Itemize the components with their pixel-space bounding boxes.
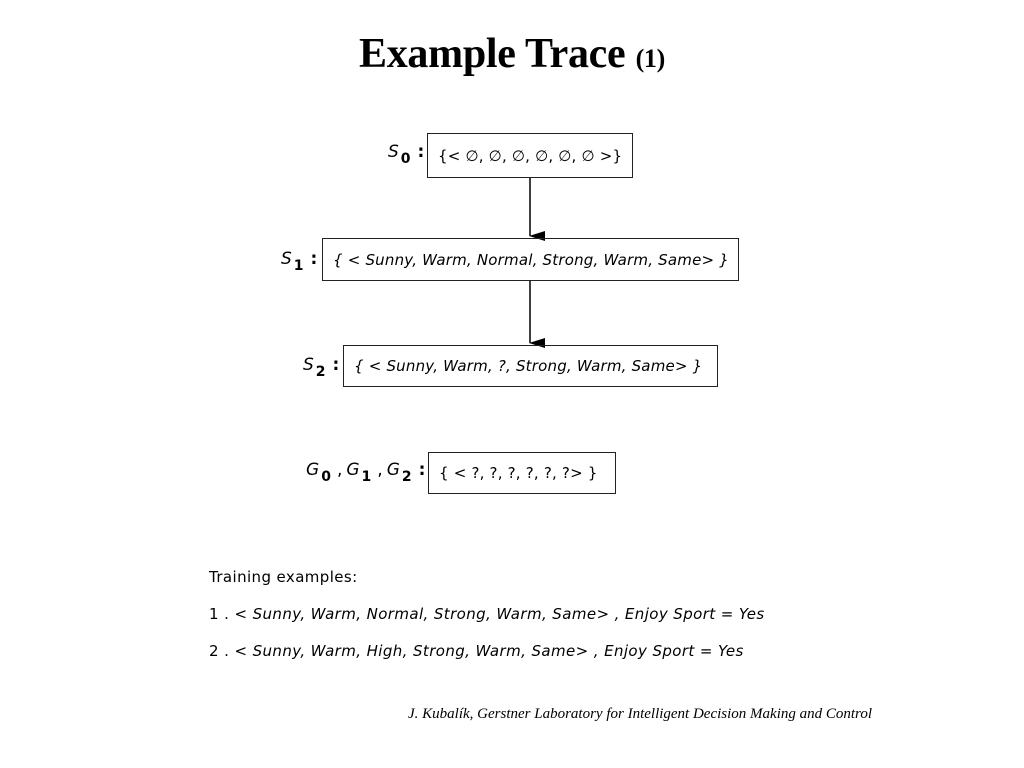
s0-box: {< ∅, ∅, ∅, ∅, ∅, ∅ >} — [427, 133, 633, 178]
s2-symbol: S — [303, 355, 314, 375]
training-heading: Training examples: — [209, 568, 358, 586]
s1-box: { < Sunny, Warm, Normal, Strong, Warm, S… — [322, 238, 739, 281]
s1-content: { < Sunny, Warm, Normal, Strong, Warm, S… — [333, 250, 729, 269]
s2-content: { < Sunny, Warm, ?, Strong, Warm, Same> … — [354, 357, 703, 375]
g-separator-1: , — [336, 460, 343, 480]
g0-symbol: G — [306, 460, 320, 480]
s2-index: 2 — [315, 364, 326, 380]
slide-title: Example Trace (1) — [0, 28, 1024, 85]
s2-box: { < Sunny, Warm, ?, Strong, Warm, Same> … — [343, 345, 718, 387]
s1-index: 1 — [293, 258, 304, 274]
s1-colon: : — [310, 249, 318, 269]
slide-title-sub: (1) — [635, 44, 666, 73]
training-example-2-text: < Sunny, Warm, High, Strong, Warm, Same>… — [234, 642, 744, 660]
g-colon: : — [418, 460, 426, 480]
s1-symbol: S — [281, 249, 292, 269]
s0-index: 0 — [400, 151, 411, 167]
training-example-1-text: < Sunny, Warm, Normal, Strong, Warm, Sam… — [234, 605, 765, 623]
training-example-1-number: 1 . — [209, 605, 230, 623]
s2-colon: : — [332, 355, 340, 375]
training-example-2: 2 . < Sunny, Warm, High, Strong, Warm, S… — [209, 642, 744, 660]
g1-index: 1 — [361, 469, 372, 485]
g0-index: 0 — [321, 469, 331, 485]
g2-index: 2 — [401, 469, 412, 485]
g-box: { < ?, ?, ?, ?, ?, ?> } — [428, 452, 616, 494]
training-example-2-number: 2 . — [209, 642, 230, 660]
s0-content: {< ∅, ∅, ∅, ∅, ∅, ∅ >} — [438, 146, 623, 165]
s0-symbol: S — [388, 142, 399, 162]
footer-credit: J. Kubalík, Gerstner Laboratory for Inte… — [408, 706, 872, 722]
s0-colon: : — [417, 142, 425, 162]
g-content: { < ?, ?, ?, ?, ?, ?> } — [439, 464, 598, 482]
g1-symbol: G — [346, 460, 360, 480]
training-example-1: 1 . < Sunny, Warm, Normal, Strong, Warm,… — [209, 605, 765, 623]
g-separator-2: , — [377, 460, 383, 480]
g2-symbol: G — [386, 460, 400, 480]
slide-title-main: Example Trace — [359, 31, 626, 77]
